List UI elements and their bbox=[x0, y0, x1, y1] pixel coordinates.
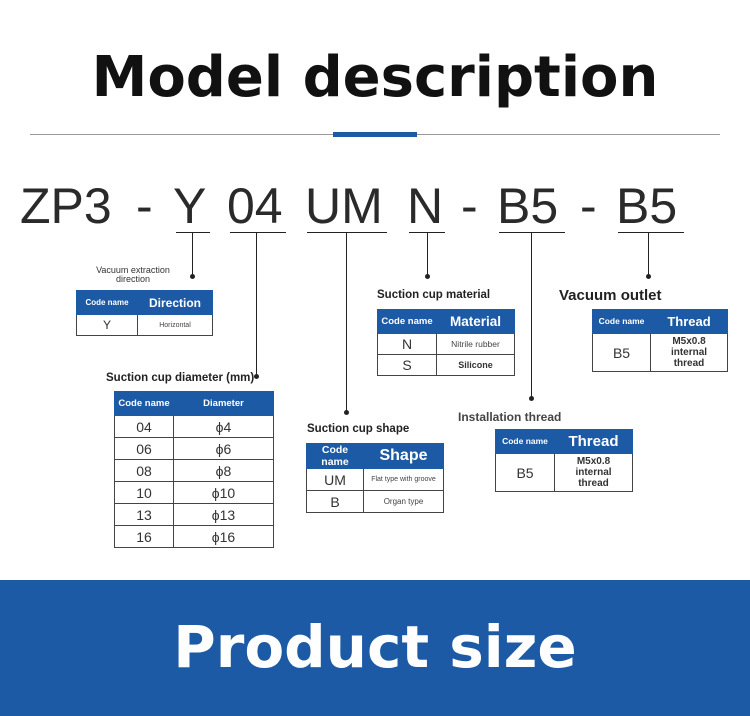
header-direction: Direction bbox=[137, 290, 213, 315]
direction-label: Vacuum extraction direction bbox=[96, 265, 170, 284]
bracket-outlet bbox=[618, 232, 684, 233]
shape-label: Suction cup shape bbox=[307, 423, 410, 435]
code-series: ZP3 bbox=[20, 178, 112, 234]
code-diameter: 04 bbox=[227, 178, 283, 234]
bracket-install bbox=[499, 232, 565, 233]
cell-value: Organ type bbox=[363, 490, 444, 513]
leader-dot bbox=[344, 410, 349, 415]
cell-value: M5x0.8 internal thread bbox=[554, 453, 633, 492]
cell-code: 06 bbox=[114, 437, 174, 460]
leader-dot bbox=[254, 374, 259, 379]
header-code-name: Code name bbox=[592, 309, 651, 334]
cell-value: M5x0.8 internal thread bbox=[650, 333, 728, 372]
header-diameter: Diameter bbox=[173, 391, 274, 416]
code-direction: Y bbox=[173, 178, 207, 234]
leader-dot bbox=[425, 274, 430, 279]
code-dash: - bbox=[136, 178, 153, 234]
outlet-label: Vacuum outlet bbox=[559, 287, 662, 304]
cell-value: ϕ8 bbox=[173, 459, 274, 482]
table-row: UM Flat type with groove bbox=[306, 468, 444, 491]
code-install: B5 bbox=[497, 178, 559, 234]
header-code-name: Code name bbox=[377, 309, 437, 334]
cell-value: Silicone bbox=[436, 354, 515, 376]
cell-code: S bbox=[377, 354, 437, 376]
leader-line bbox=[256, 232, 257, 377]
table-row: S Silicone bbox=[377, 354, 515, 376]
table-row: N Nitrile rubber bbox=[377, 333, 515, 355]
bracket-direction bbox=[176, 232, 210, 233]
cell-value: ϕ13 bbox=[173, 503, 274, 526]
material-table: Code name Material N Nitrile rubber S Si… bbox=[377, 309, 515, 376]
header-material: Material bbox=[436, 309, 515, 334]
leader-line bbox=[648, 232, 649, 277]
header-shape: Shape bbox=[363, 443, 444, 469]
cell-value: Horizontal bbox=[137, 314, 213, 336]
header-thread: Thread bbox=[650, 309, 728, 334]
page-title: Model description bbox=[91, 45, 659, 110]
header-code-name: Code name bbox=[76, 290, 138, 315]
leader-line bbox=[531, 232, 532, 399]
cell-code: B bbox=[306, 490, 364, 513]
install-label: Installation thread bbox=[458, 410, 562, 424]
bracket-shape bbox=[307, 232, 387, 233]
cell-code: 10 bbox=[114, 481, 174, 504]
divider-accent bbox=[333, 132, 417, 137]
cell-code: Y bbox=[76, 314, 138, 336]
code-outlet: B5 bbox=[616, 178, 678, 234]
cell-code: N bbox=[377, 333, 437, 355]
cell-value: ϕ6 bbox=[173, 437, 274, 460]
header-code-name: Code name bbox=[495, 429, 555, 454]
shape-table: Code name Shape UM Flat type with groove… bbox=[306, 443, 444, 513]
code-shape: UM bbox=[305, 178, 383, 234]
banner bbox=[0, 580, 750, 716]
cell-code: UM bbox=[306, 468, 364, 491]
header-code-name: Code name bbox=[114, 391, 174, 416]
table-row: B5 M5x0.8 internal thread bbox=[592, 333, 728, 372]
leader-line bbox=[346, 232, 347, 413]
cell-value: Nitrile rubber bbox=[436, 333, 515, 355]
table-row: B5 M5x0.8 internal thread bbox=[495, 453, 633, 492]
code-dash: - bbox=[580, 178, 597, 234]
leader-dot bbox=[646, 274, 651, 279]
cell-value: Flat type with groove bbox=[363, 468, 444, 491]
diameter-label: Suction cup diameter (mm) bbox=[106, 372, 255, 384]
material-label: Suction cup material bbox=[377, 289, 491, 301]
direction-table: Code name Direction Y Horizontal bbox=[76, 290, 213, 336]
outlet-table: Code name Thread B5 M5x0.8 internal thre… bbox=[592, 309, 728, 372]
cell-code: 04 bbox=[114, 415, 174, 438]
table-row: Y Horizontal bbox=[76, 314, 213, 336]
cell-code: B5 bbox=[495, 453, 555, 492]
bracket-diameter bbox=[230, 232, 286, 233]
cell-code: 13 bbox=[114, 503, 174, 526]
code-material: N bbox=[407, 178, 444, 234]
header-code-name: Code name bbox=[306, 443, 364, 469]
code-dash: - bbox=[461, 178, 478, 234]
table-row: B Organ type bbox=[306, 490, 444, 513]
banner-title: Product size bbox=[173, 613, 577, 681]
install-table: Code name Thread B5 M5x0.8 internal thre… bbox=[495, 429, 633, 492]
cell-code: 08 bbox=[114, 459, 174, 482]
leader-dot bbox=[190, 274, 195, 279]
leader-line bbox=[427, 232, 428, 277]
cell-code: B5 bbox=[592, 333, 651, 372]
cell-value: ϕ10 bbox=[173, 481, 274, 504]
header-thread: Thread bbox=[554, 429, 633, 454]
cell-value: ϕ4 bbox=[173, 415, 274, 438]
leader-line bbox=[192, 232, 193, 277]
cell-code: 16 bbox=[114, 525, 174, 548]
cell-value: ϕ16 bbox=[173, 525, 274, 548]
leader-dot bbox=[529, 396, 534, 401]
